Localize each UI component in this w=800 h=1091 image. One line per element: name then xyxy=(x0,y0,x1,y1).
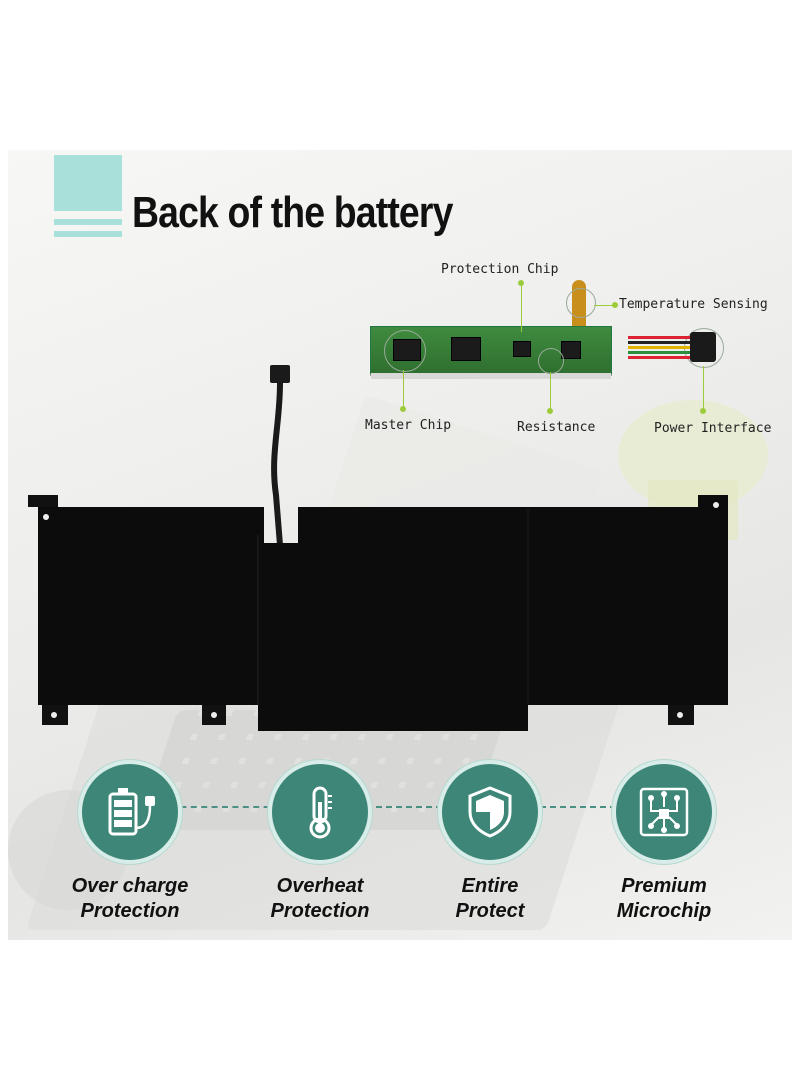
battery-cable xyxy=(270,365,290,545)
thermometer-icon xyxy=(268,760,372,864)
master-chip-ring xyxy=(384,330,426,372)
feature-entire-protect: Entire Protect xyxy=(400,760,580,924)
temperature-ring xyxy=(566,288,596,318)
battery-pack xyxy=(28,495,728,735)
callout-temperature-sensing: Temperature Sensing xyxy=(619,297,768,312)
feature-entire-protect-line1: Entire xyxy=(461,875,519,897)
title-decoration xyxy=(54,155,122,239)
feature-overheat-line1: Overheat xyxy=(276,875,364,897)
feature-microchip-line1: Premium xyxy=(621,875,707,897)
resistance-ring xyxy=(538,348,564,374)
connector-wires xyxy=(628,334,692,362)
feature-overcharge-line2: Protection xyxy=(80,900,180,922)
feature-entire-protect-line2: Protect xyxy=(455,900,525,922)
callout-master-chip: Master Chip xyxy=(365,418,452,433)
features-row: Over charge Protection Overheat Protecti… xyxy=(40,760,760,922)
feature-overcharge: Over charge Protection xyxy=(40,760,220,924)
feature-microchip-line2: Microchip xyxy=(616,900,712,922)
feature-overheat: Overheat Protection xyxy=(230,760,410,924)
microchip-icon xyxy=(612,760,716,864)
callout-protection-chip: Protection Chip xyxy=(441,262,559,277)
shield-icon xyxy=(438,760,542,864)
power-plug xyxy=(690,332,716,362)
page-title: Back of the battery xyxy=(132,188,453,237)
feature-overheat-line2: Protection xyxy=(270,900,370,922)
callout-resistance: Resistance xyxy=(517,420,596,435)
battery-charge-icon xyxy=(78,760,182,864)
feature-microchip: Premium Microchip xyxy=(574,760,754,924)
feature-overcharge-line1: Over charge xyxy=(71,875,189,897)
callout-power-interface: Power Interface xyxy=(654,421,772,436)
